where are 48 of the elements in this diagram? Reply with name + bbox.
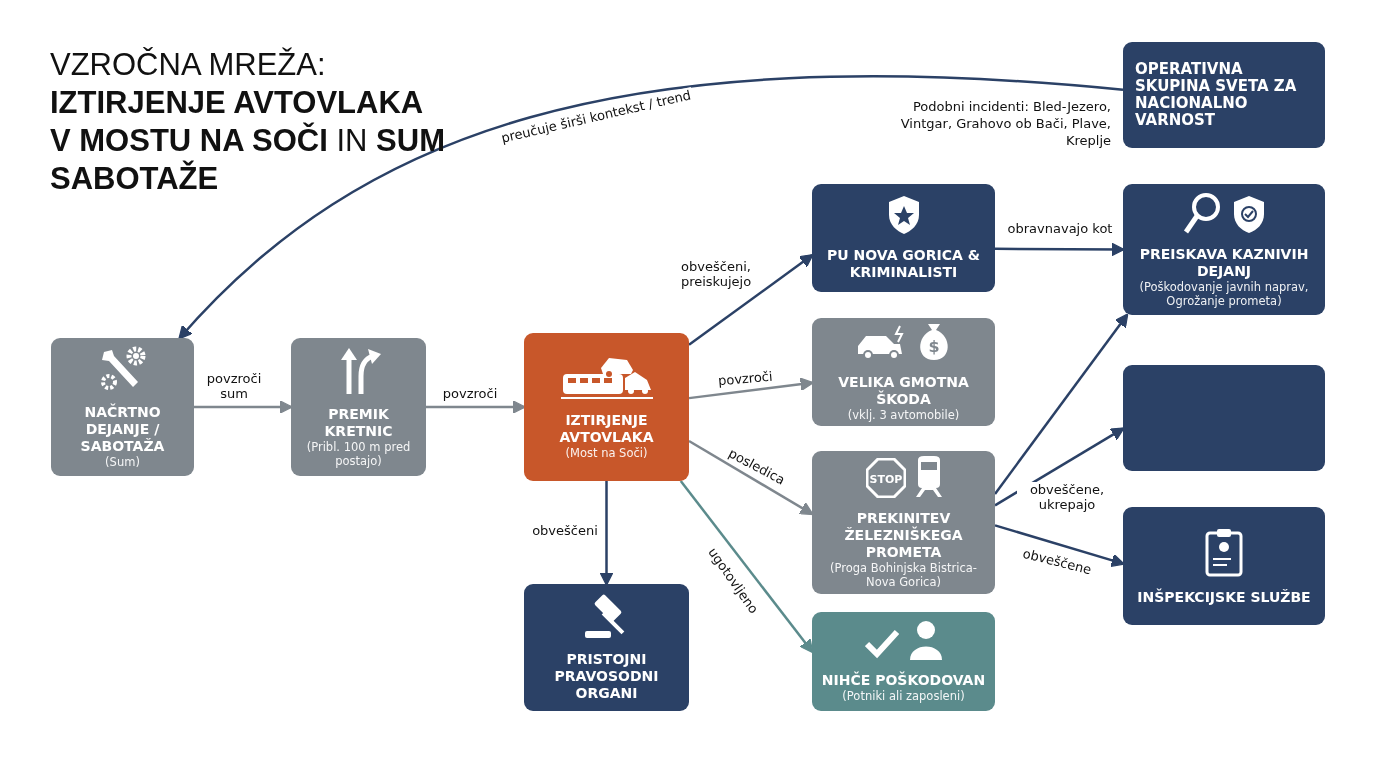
- edge-label: povzroči: [440, 385, 500, 401]
- arrow: [426, 400, 526, 414]
- arrow: [994, 427, 1125, 507]
- process-box: [1123, 507, 1325, 625]
- process-box: [812, 451, 995, 594]
- node-heading: PU NOVA GORICA & KRIMINALISTI: [826, 247, 981, 281]
- node-heading: NIHČE POŠKODOVAN: [821, 672, 986, 689]
- node-heading: PREISKAVA KAZNIVIH DEJANJ: [1138, 245, 1310, 280]
- stop-sign-icon: STOP: [865, 458, 906, 498]
- node-subtext: (Pribl. 100 m pred postajo): [305, 440, 412, 468]
- node-heading: OPERATIVNA SKUPINA SVETA ZA NACIONALNO VARNOST: [1135, 61, 1298, 129]
- box-shape: [1123, 365, 1325, 471]
- process-box: [812, 612, 995, 711]
- node-heading: PREMIK KRETNIC: [323, 406, 394, 440]
- arrow: [679, 480, 814, 654]
- node-subtext: (Poškodovanje javnih naprav, Ogrožanje prometa): [1138, 279, 1310, 308]
- process-box: [524, 584, 689, 711]
- node-heading: IZTIRJENJE AVTOVLAKA: [558, 412, 655, 446]
- process-box: [524, 333, 689, 481]
- node-heading: PREKINITEV ŽELEZNIŠKEGA PROMETA: [843, 510, 964, 561]
- arrow: [688, 253, 814, 346]
- diagram-title: VZROČNA MREŽA: IZTIRJENJE AVTOVLAKA V MOSTU NA SOČI IN SUM SABOTAŽE: [50, 46, 446, 198]
- node-subtext: (Sum): [104, 454, 141, 469]
- arrow: [995, 242, 1125, 257]
- arrow: [688, 439, 814, 516]
- node-subtext: (Most na Soči): [564, 446, 649, 460]
- node-heading: VELIKA GMOTNA ŠKODA: [837, 374, 970, 408]
- node-heading: NAČRTNO DEJANJE / SABOTAŽA: [79, 403, 166, 455]
- arrow: [178, 75, 1124, 340]
- process-box: [51, 338, 194, 476]
- arrow: [994, 313, 1129, 495]
- process-box: [812, 184, 995, 292]
- note-text: Podobni incidenti: Bled-Jezero, Vintgar, Grahovo ob Bači, Plave, Kreplje: [899, 98, 1111, 149]
- node-heading: INŠPEKCIJSKE SLUŽBE: [1137, 588, 1311, 606]
- node-subtext: (Potniki ali zaposleni): [841, 689, 966, 703]
- node-subtext: (Proga Bohinjska Bistrica-Nova Gorica): [829, 561, 978, 589]
- process-box: [1123, 42, 1325, 148]
- arrow: [994, 524, 1125, 568]
- edge-label: obravnavajo kot: [1005, 220, 1115, 236]
- node-heading: PRISTOJNI PRAVOSODNI ORGANI: [553, 651, 660, 702]
- arrow: [599, 481, 614, 586]
- edge-label: obveščeni: [530, 522, 600, 538]
- process-box: [812, 318, 995, 426]
- arrow: [194, 400, 293, 414]
- node-subtext: (vklj. 3 avtomobile): [846, 408, 961, 422]
- arrow: [688, 377, 814, 400]
- process-box: [291, 338, 426, 476]
- process-box: [1123, 184, 1325, 315]
